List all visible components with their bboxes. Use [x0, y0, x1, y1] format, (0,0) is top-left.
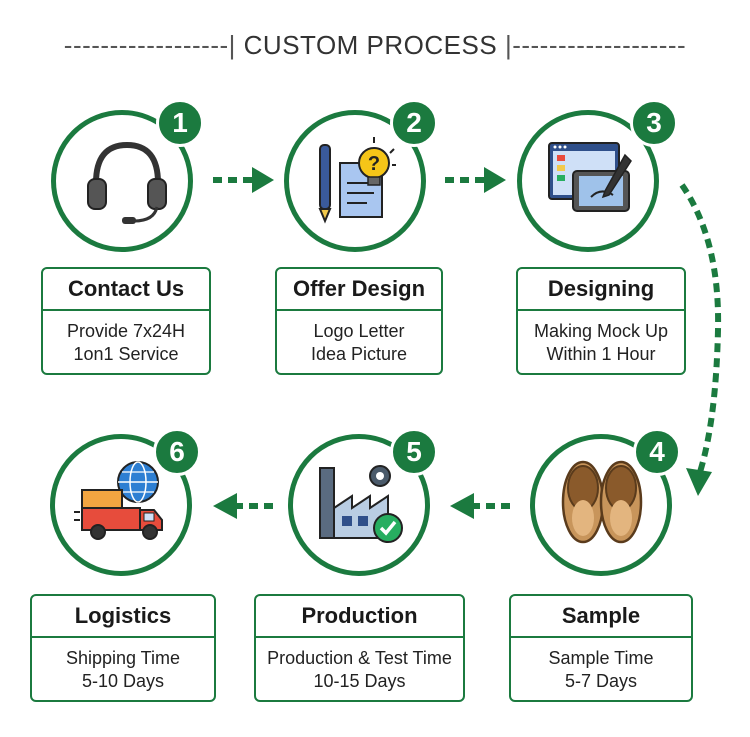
step-number-badge: 2 [390, 99, 438, 147]
step-card: Designing Making Mock Up Within 1 Hour [516, 267, 686, 375]
step-desc-line-1: Shipping Time [65, 648, 181, 668]
step-description: Provide 7x24H 1on1 Service [43, 311, 209, 366]
step-title: Offer Design [277, 269, 441, 311]
step-number-badge: 6 [153, 428, 201, 476]
headset-icon [87, 141, 167, 224]
step-desc-line-1: Sample Time [548, 648, 654, 668]
step-description: Production & Test Time 10-15 Days [256, 638, 463, 693]
arrow-2-to-3 [445, 167, 506, 193]
title-text: CUSTOM PROCESS [243, 30, 498, 60]
step-desc-line-1: Logo Letter [313, 321, 405, 341]
step-number-badge: 4 [633, 428, 681, 476]
step-title: Production [256, 596, 463, 638]
step-card: Sample Sample Time 5-7 Days [509, 594, 693, 702]
step-desc-line-2: 5-10 Days [81, 671, 165, 691]
step-desc-line-1: Making Mock Up [533, 321, 669, 341]
delivery-truck-icon [74, 461, 163, 540]
step-title: Logistics [32, 596, 214, 638]
title-left-dashes: ------------------| [63, 30, 236, 60]
step-title: Contact Us [43, 269, 209, 311]
step-desc-line-1: Production & Test Time [267, 648, 452, 668]
step-description: Shipping Time 5-10 Days [32, 638, 214, 693]
arrow-5-to-6 [213, 493, 273, 519]
arrow-1-to-2 [213, 167, 274, 193]
step-card: Production Production & Test Time 10-15 … [254, 594, 465, 702]
arrow-4-to-5 [450, 493, 510, 519]
step-desc-line-2: Within 1 Hour [546, 344, 656, 364]
step-card: Logistics Shipping Time 5-10 Days [30, 594, 216, 702]
step-desc-line-2: 10-15 Days [313, 671, 406, 691]
step-desc-line-2: 1on1 Service [73, 344, 179, 364]
step-number-badge: 3 [630, 99, 678, 147]
step-card: Offer Design Logo Letter Idea Picture [275, 267, 443, 375]
factory-icon [319, 465, 403, 543]
step-title: Sample [511, 596, 691, 638]
design-tablet-icon [548, 142, 632, 212]
step-title: Designing [518, 269, 684, 311]
step-desc-line-1: Provide 7x24H [66, 321, 186, 341]
svg-text:?: ? [368, 153, 380, 175]
step-description: Logo Letter Idea Picture [277, 311, 441, 366]
design-idea-icon: ? [318, 137, 396, 224]
step-desc-line-2: 5-7 Days [564, 671, 638, 691]
title-right-dashes: |------------------- [504, 30, 687, 60]
slippers-icon [561, 460, 643, 544]
arrow-3-to-4 [679, 183, 722, 496]
step-description: Making Mock Up Within 1 Hour [518, 311, 684, 366]
step-number-badge: 1 [156, 99, 204, 147]
step-description: Sample Time 5-7 Days [511, 638, 691, 693]
page-title: ------------------| CUSTOM PROCESS |----… [0, 30, 750, 61]
step-card: Contact Us Provide 7x24H 1on1 Service [41, 267, 211, 375]
step-number-badge: 5 [390, 428, 438, 476]
step-desc-line-2: Idea Picture [310, 344, 408, 364]
